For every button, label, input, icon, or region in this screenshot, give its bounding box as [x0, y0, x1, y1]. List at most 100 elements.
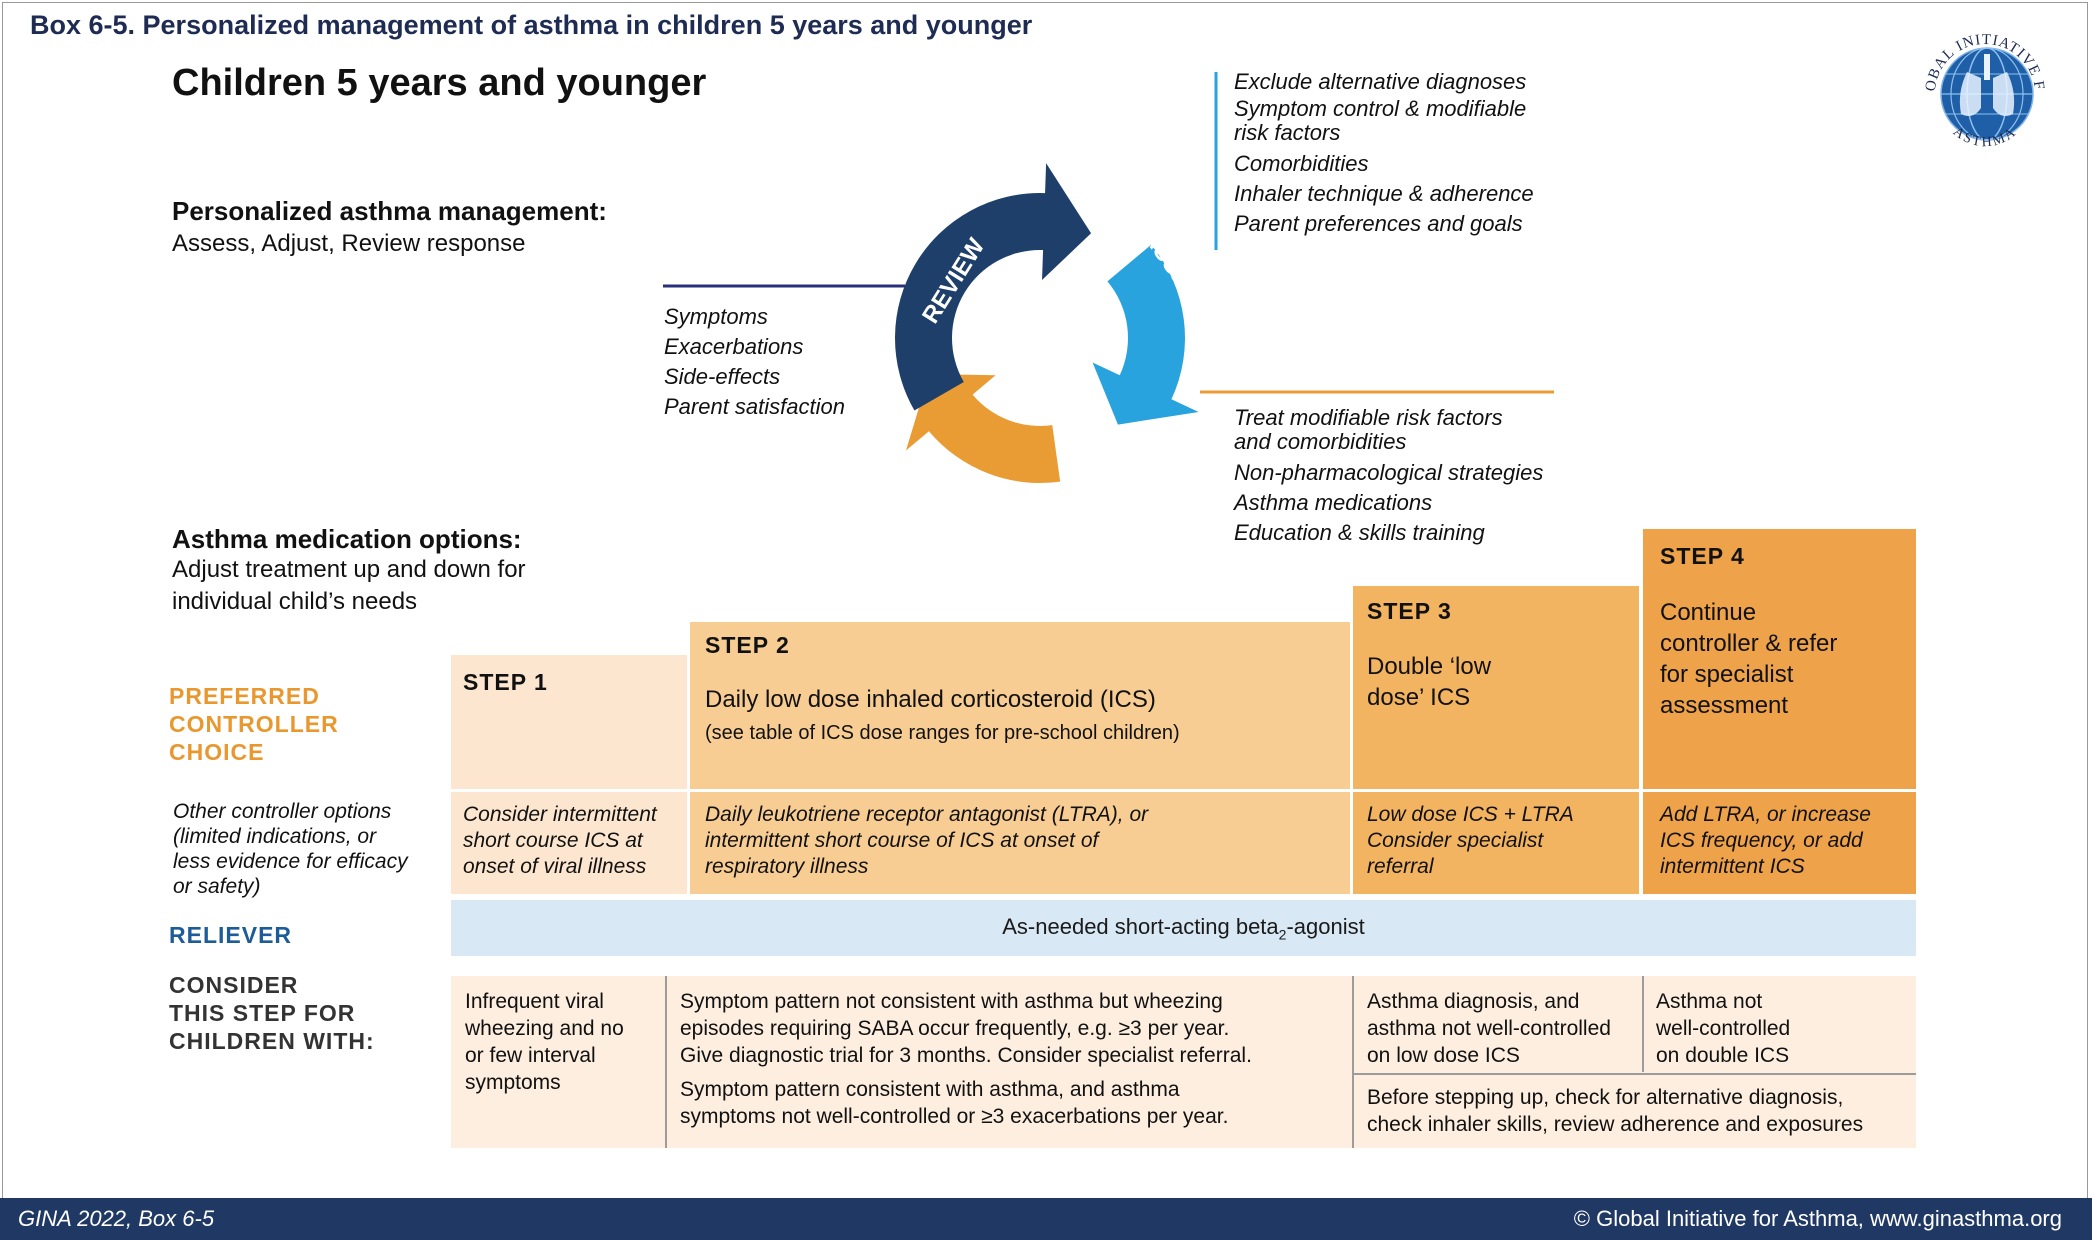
adjust-arrow [905, 374, 1061, 483]
text-line: well-controlled [1656, 1017, 1791, 1040]
text-line: intermittent short course of ICS at onse… [705, 829, 1099, 852]
medication-heading: Asthma medication options: [172, 524, 522, 554]
footer-right: © Global Initiative for Asthma, www.gina… [1573, 1206, 2062, 1231]
step-3-other-cell: Low dose ICS + LTRA Consider specialist … [1353, 792, 1639, 894]
adjust-item: Education & skills training [1234, 520, 1485, 545]
text-line: controller & refer [1660, 630, 1838, 657]
text-line: symptoms not well-controlled or ≥3 exace… [680, 1105, 1229, 1128]
assess-item: Parent preferences and goals [1234, 211, 1523, 236]
consider-row: Infrequent viral wheezing and no or few … [451, 976, 1916, 1148]
text-line: ICS frequency, or add [1660, 829, 1863, 852]
step-2-preferred-cell: STEP 2 Daily low dose inhaled corticoste… [690, 622, 1350, 789]
step-3-other-text: Low dose ICS + LTRA Consider specialist … [1367, 802, 1574, 880]
text-line: wheezing and no [465, 1017, 624, 1040]
text-line: referral [1367, 855, 1434, 878]
adjust-label: ADJUST [1053, 443, 1153, 498]
adjust-item: and comorbidities [1234, 429, 1407, 454]
text-line: Asthma not [1656, 990, 1763, 1013]
step-2-consider-text-2: Symptom pattern consistent with asthma, … [680, 1076, 1228, 1130]
text-line: Before stepping up, check for alternativ… [1367, 1086, 1844, 1109]
text-line: or few interval [465, 1044, 596, 1067]
step-4-other-cell: Add LTRA, or increase ICS frequency, or … [1643, 792, 1916, 894]
step-1-preferred-cell: STEP 1 [451, 655, 687, 789]
reliever-label: RELIEVER [169, 922, 293, 948]
step-2-preferred-note: (see table of ICS dose ranges for pre-sc… [705, 722, 1180, 744]
preferred-label-line: CHOICE [169, 739, 265, 765]
text-line: Add LTRA, or increase [1660, 803, 1871, 826]
adjust-item: Non-pharmacological strategies [1234, 460, 1544, 485]
reliever-text-tail: -agonist [1286, 914, 1365, 939]
review-item: Exacerbations [664, 334, 804, 359]
preferred-label-line: PREFERRED [169, 683, 320, 709]
text-line: on double ICS [1656, 1044, 1790, 1067]
assess-arrow [1092, 244, 1199, 425]
reliever-bar: As-needed short-acting beta2-agonist [451, 900, 1916, 956]
step-3-label: STEP 3 [1367, 598, 1452, 624]
personalized-subtitle: Assess, Adjust, Review response [172, 230, 526, 257]
consider-label-line: THIS STEP FOR [169, 1000, 356, 1026]
assess-adjust-review-cycle: REVIEW ASSESS ADJUST [663, 72, 1554, 499]
assess-item: risk factors [1234, 120, 1341, 145]
divider [1352, 976, 1354, 1148]
assess-item: Exclude alternative diagnoses [1234, 69, 1527, 94]
divider [665, 976, 667, 1148]
other-label-line: Other controller options [173, 800, 392, 823]
step-2-label: STEP 2 [705, 632, 790, 658]
step-1-label: STEP 1 [463, 669, 548, 695]
main-title: Children 5 years and younger [172, 62, 707, 104]
step-4-consider-text: Asthma not well-controlled on double ICS [1656, 988, 1790, 1069]
assess-item: Inhaler technique & adherence [1234, 181, 1534, 206]
step-4-preferred-cell: STEP 4 Continue controller & refer for s… [1643, 529, 1916, 789]
review-item: Symptoms [664, 304, 768, 329]
step-2-other-text: Daily leukotriene receptor antagonist (L… [705, 802, 1148, 880]
review-item: Parent satisfaction [664, 394, 845, 419]
adjust-item: Asthma medications [1234, 490, 1433, 515]
medication-line-2: individual child’s needs [172, 588, 418, 615]
text-line: Daily leukotriene receptor antagonist (L… [705, 803, 1149, 826]
stepping-up-note: Before stepping up, check for alternativ… [1367, 1084, 1863, 1138]
box-title: Box 6-5. Personalized management of asth… [30, 10, 1033, 40]
step-1-other-cell: Consider intermittent short course ICS a… [451, 792, 687, 894]
text-line: episodes requiring SABA occur frequently… [680, 1017, 1230, 1040]
text-line: dose’ ICS [1367, 684, 1471, 711]
reliever-subscript: 2 [1278, 926, 1287, 943]
review-arrow [895, 163, 1092, 411]
step-1-consider-text: Infrequent viral wheezing and no or few … [465, 988, 624, 1096]
assess-item: Comorbidities [1234, 151, 1369, 176]
review-list: Symptoms Exacerbations Side-effects Pare… [664, 302, 845, 422]
medication-line-1: Adjust treatment up and down for [172, 556, 526, 583]
adjust-item: Treat modifiable risk factors [1234, 405, 1503, 430]
text-line: assessment [1660, 692, 1789, 719]
consider-label: CONSIDER THIS STEP FOR CHILDREN WITH: [169, 971, 375, 1055]
text-line: Infrequent viral [465, 990, 604, 1013]
preferred-label-line: CONTROLLER [169, 711, 339, 737]
step-3-preferred-text: Double ‘low dose’ ICS [1367, 651, 1491, 713]
text-line: on low dose ICS [1367, 1044, 1520, 1067]
consider-label-line: CHILDREN WITH: [169, 1028, 375, 1054]
globe-icon: GLOBAL INITIATIVE FOR ASTHMA [1899, 2, 2046, 150]
text-line: Consider specialist [1367, 829, 1544, 852]
preferred-controller-label: PREFERRED CONTROLLER CHOICE [169, 682, 339, 766]
text-line: Continue [1660, 599, 1757, 626]
other-label-line: or safety) [173, 875, 261, 898]
other-controller-label: Other controller options (limited indica… [173, 799, 408, 899]
step-2-preferred-text: Daily low dose inhaled corticosteroid (I… [705, 686, 1156, 713]
step-3-consider-text: Asthma diagnosis, and asthma not well-co… [1367, 988, 1611, 1069]
text-line: for specialist [1660, 661, 1794, 688]
text-line: check inhaler skills, review adherence a… [1367, 1113, 1864, 1136]
text-line: Low dose ICS + LTRA [1367, 803, 1574, 826]
text-line: symptoms [465, 1071, 561, 1094]
text-line: intermittent ICS [1660, 855, 1805, 878]
text-line: Double ‘low [1367, 653, 1492, 680]
text-line: Asthma diagnosis, and [1367, 990, 1580, 1013]
text-line: Symptom pattern not consistent with asth… [680, 990, 1223, 1013]
step-4-label: STEP 4 [1660, 543, 1745, 569]
other-label-line: less evidence for efficacy [173, 850, 408, 873]
step-2-other-cell: Daily leukotriene receptor antagonist (L… [690, 792, 1350, 894]
other-label-line: (limited indications, or [173, 825, 377, 848]
reliever-text-main: As-needed short-acting beta [1002, 914, 1279, 939]
footer-bar: GINA 2022, Box 6-5 © Global Initiative f… [0, 1198, 2092, 1240]
assess-list: Exclude alternative diagnoses Symptom co… [1234, 67, 1534, 239]
text-line: asthma not well-controlled [1367, 1017, 1611, 1040]
step-4-other-text: Add LTRA, or increase ICS frequency, or … [1660, 802, 1871, 880]
